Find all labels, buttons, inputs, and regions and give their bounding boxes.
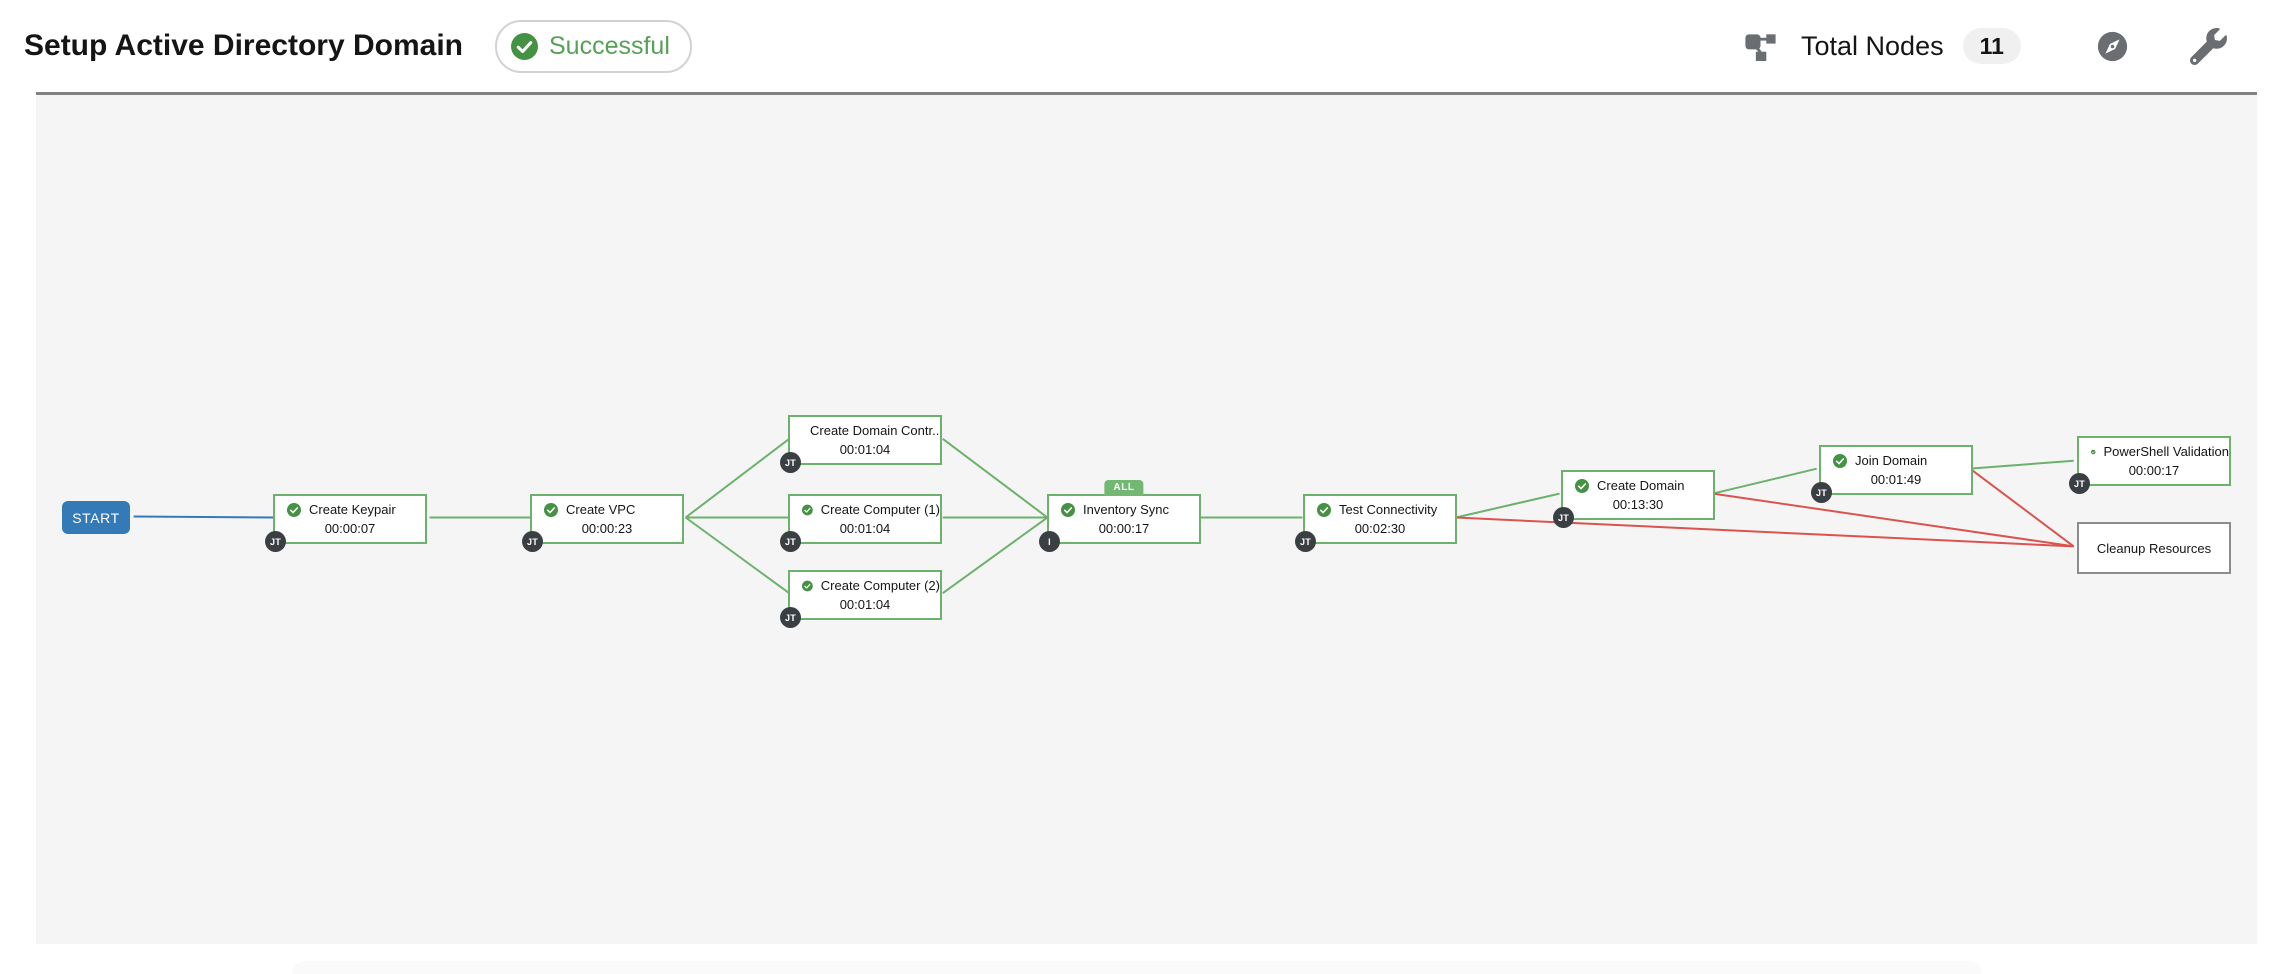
page-header: Setup Active Directory Domain Successful… — [0, 0, 2290, 92]
workflow-link-test-connectivity-to-create-domain — [1455, 492, 1560, 519]
node-check-circle-icon — [1575, 478, 1589, 493]
compass-icon — [2097, 31, 2128, 62]
node-elapsed-time: 00:00:07 — [324, 521, 376, 536]
node-check-circle-icon — [802, 504, 813, 515]
legend-compass-button[interactable] — [2097, 31, 2128, 62]
node-label: Test Connectivity — [1339, 502, 1438, 517]
job-template-badge: JT — [1553, 507, 1574, 528]
workflow-topology-icon — [1745, 32, 1776, 61]
workflow-links-layer — [133, 437, 2075, 595]
node-check-circle-icon — [1833, 453, 1847, 468]
node-label: Create Keypair — [309, 502, 396, 517]
tools-wrench-button[interactable] — [2189, 27, 2227, 65]
job-template-badge: JT — [2069, 473, 2090, 494]
node-elapsed-time: 00:13:30 — [1612, 497, 1664, 512]
job-template-badge: JT — [1295, 531, 1316, 552]
node-elapsed-time: 00:01:04 — [839, 521, 891, 536]
workflow-link-create-computer-2-to-inventory-sync — [942, 516, 1048, 595]
node-check-circle-icon — [802, 580, 813, 591]
workflow-link-start-to-create-keypair — [133, 515, 277, 519]
job-template-badge: JT — [780, 531, 801, 552]
node-check-circle-icon — [544, 502, 558, 517]
status-badge-label: Successful — [549, 31, 670, 60]
job-template-badge: JT — [1811, 482, 1832, 503]
node-label: Create Computer (1) — [820, 502, 940, 517]
node-check-circle-icon — [287, 502, 301, 517]
workflow-node-inventory-sync[interactable]: Inventory Sync 00:00:17 ALL I — [1039, 480, 1201, 552]
job-template-badge: JT — [780, 452, 801, 473]
node-label: Create Domain — [1597, 478, 1685, 493]
node-elapsed-time: 00:02:30 — [1354, 521, 1406, 536]
workflow-link-create-domain-controller-to-inventory-sync — [942, 437, 1048, 519]
page-title: Setup Active Directory Domain — [24, 29, 463, 62]
node-elapsed-time: 00:01:04 — [839, 442, 891, 457]
header-toolbar: Total Nodes 11 — [1745, 0, 2227, 92]
bottom-panel-shadow — [292, 961, 1982, 974]
workflow-link-create-vpc-to-create-domain-controller — [685, 437, 790, 519]
node-label: Create Domain Contr... — [810, 423, 940, 438]
workflow-link-join-domain-to-powershell-validation — [1970, 459, 2074, 470]
wrench-icon — [2189, 27, 2227, 65]
workflow-link-create-domain-to-join-domain — [1712, 467, 1817, 495]
node-check-circle-icon — [2091, 449, 2096, 454]
node-label: Join Domain — [1855, 453, 1928, 468]
job-template-badge: JT — [265, 531, 286, 552]
workflow-node-start[interactable]: START — [62, 501, 130, 534]
total-nodes-count-badge: 11 — [1962, 28, 2021, 64]
node-check-circle-icon — [1317, 502, 1331, 517]
total-nodes-label: Total Nodes — [1801, 30, 1944, 61]
node-elapsed-time: 00:00:17 — [1098, 521, 1150, 536]
workflow-link-join-domain-to-cleanup-resources — [1969, 467, 2075, 548]
node-label: START — [72, 509, 120, 526]
node-label: Create Computer (2) — [820, 578, 940, 593]
status-badge: Successful — [495, 19, 692, 73]
workflow-link-create-domain-to-cleanup-resources — [1712, 492, 2074, 548]
node-label: Cleanup Resources — [2096, 540, 2212, 556]
node-label: PowerShell Validation — [2103, 444, 2230, 459]
node-elapsed-time: 00:01:49 — [1870, 472, 1922, 487]
header-title-group: Setup Active Directory Domain Successful — [24, 0, 692, 92]
node-elapsed-time: 00:01:04 — [839, 597, 891, 612]
check-circle-icon — [511, 32, 538, 60]
node-all-convergence-tag: ALL — [1104, 480, 1144, 496]
job-template-badge: JT — [522, 531, 543, 552]
node-label: Inventory Sync — [1083, 502, 1169, 517]
workflow-link-create-vpc-to-create-computer-2 — [685, 516, 790, 595]
job-template-badge: JT — [780, 607, 801, 628]
inventory-source-badge: I — [1039, 531, 1060, 552]
node-check-circle-icon — [1061, 502, 1075, 517]
node-label: Create VPC — [566, 502, 636, 517]
node-elapsed-time: 00:00:17 — [2128, 463, 2180, 478]
workflow-node-cleanup-resources[interactable]: Cleanup Resources — [2077, 522, 2231, 574]
node-elapsed-time: 00:00:23 — [581, 521, 633, 536]
